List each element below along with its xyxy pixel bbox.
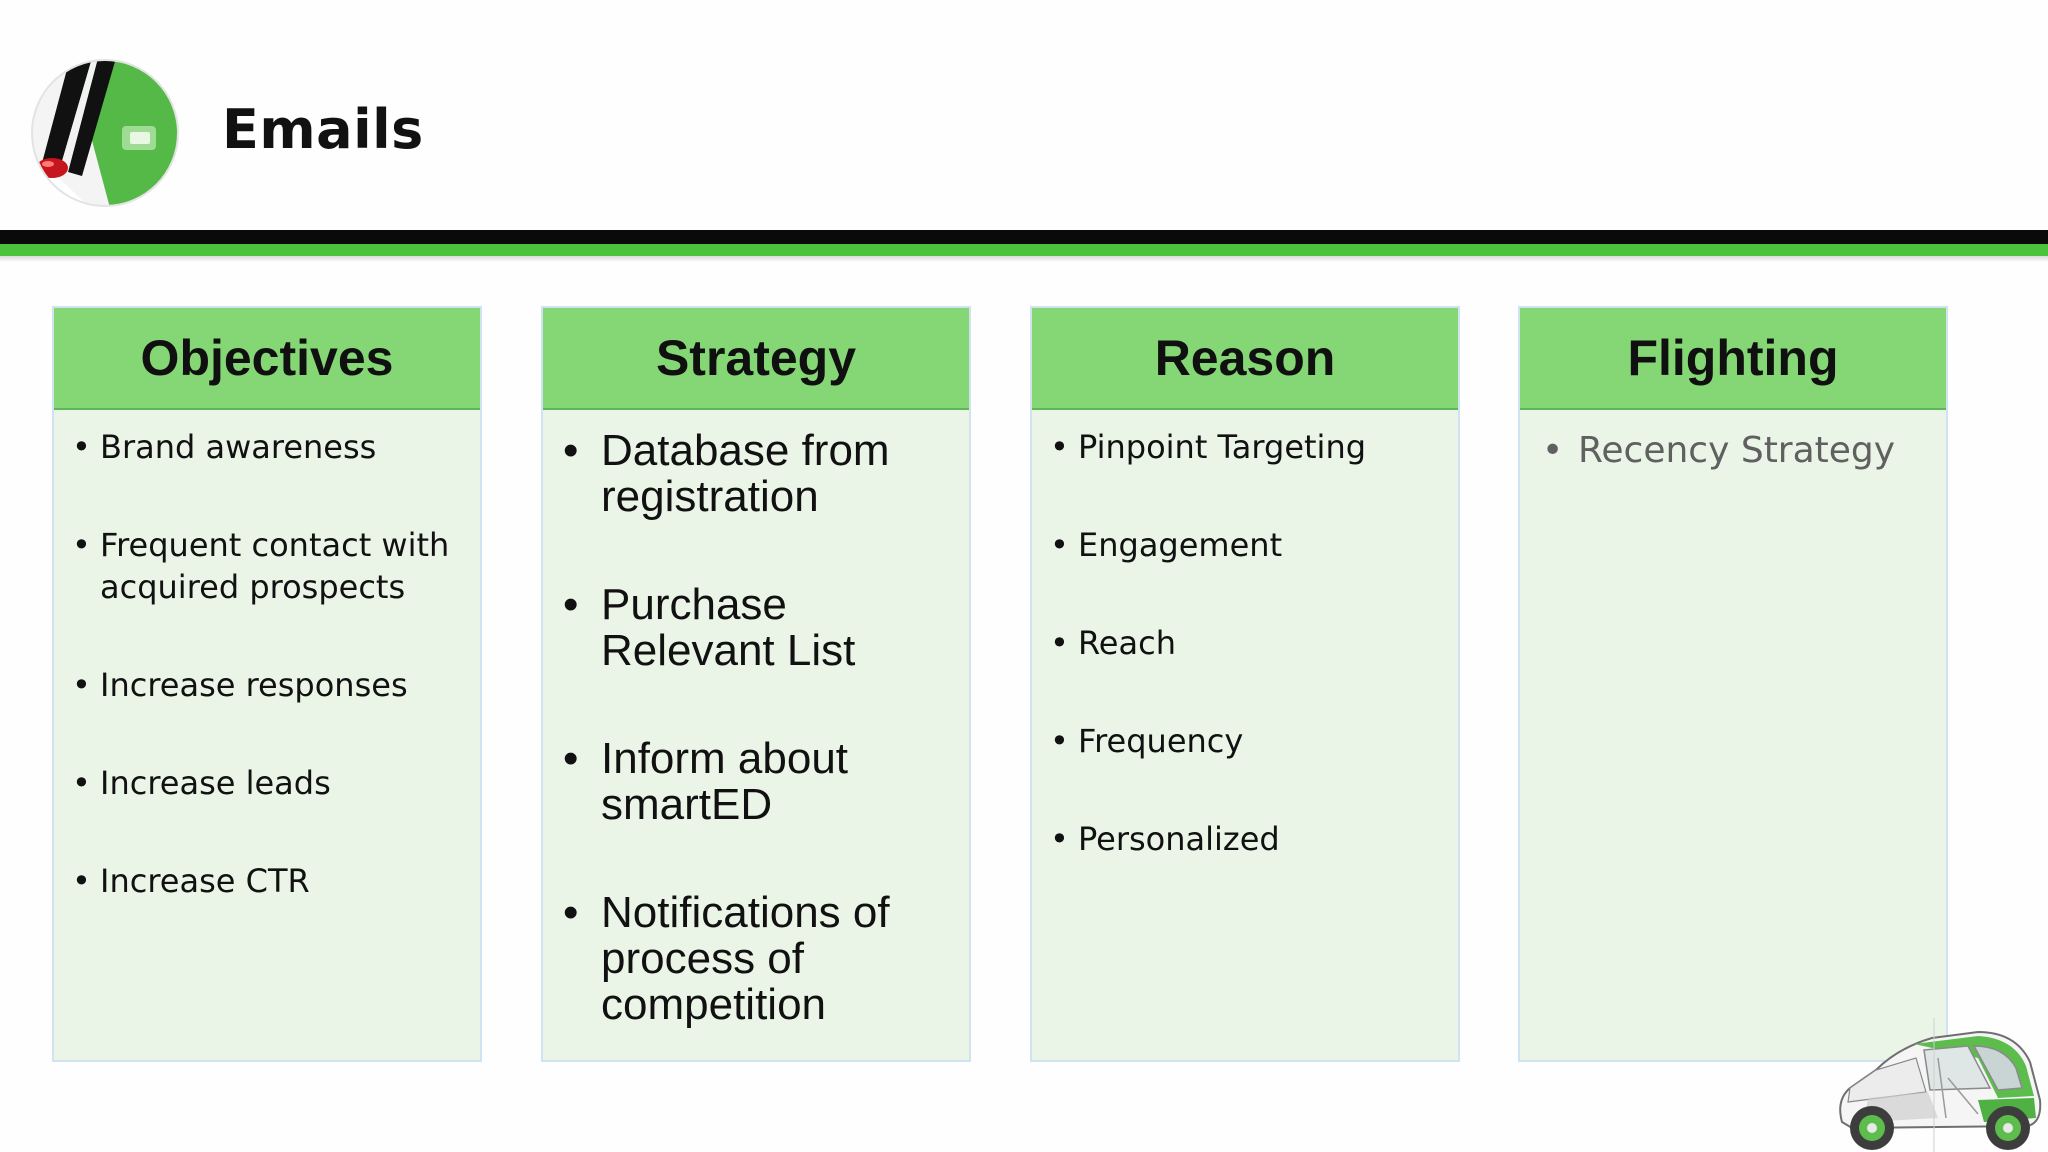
strategy-header: Strategy — [543, 308, 969, 410]
list-item: Recency Strategy — [1542, 428, 1926, 474]
list-item: Frequency — [1050, 720, 1438, 762]
list-item: Database from registration — [563, 428, 949, 520]
list-item: Inform about smartED — [563, 736, 949, 828]
flighting-list: Recency Strategy — [1520, 410, 1946, 474]
list-item: Increase responses — [72, 664, 460, 706]
reason-card: Reason Pinpoint Targeting Engagement Rea… — [1030, 306, 1460, 1062]
list-item: Reach — [1050, 622, 1438, 664]
flighting-card: Flighting Recency Strategy — [1518, 306, 1948, 1062]
smart-car-logo-icon — [31, 59, 179, 207]
reason-header: Reason — [1032, 308, 1458, 410]
slide-title: Emails — [222, 98, 424, 161]
list-item: Pinpoint Targeting — [1050, 426, 1438, 468]
objectives-card: Objectives Brand awareness Frequent cont… — [52, 306, 482, 1062]
list-item: Personalized — [1050, 818, 1438, 860]
reason-list: Pinpoint Targeting Engagement Reach Freq… — [1032, 410, 1458, 860]
header-rule-green — [0, 244, 2048, 256]
list-item: Increase leads — [72, 762, 460, 804]
list-item: Increase CTR — [72, 860, 460, 902]
list-item: Engagement — [1050, 524, 1438, 566]
list-item: Frequent contact with acquired prospects — [72, 524, 460, 608]
objectives-header: Objectives — [54, 308, 480, 410]
flighting-header: Flighting — [1520, 308, 1946, 410]
strategy-list: Database from registration Purchase Rele… — [543, 410, 969, 1028]
smart-electric-car-icon — [1839, 1018, 2042, 1152]
strategy-card: Strategy Database from registration Purc… — [541, 306, 971, 1062]
list-item: Purchase Relevant List — [563, 582, 949, 674]
header-rule-black — [0, 230, 2048, 244]
list-item: Brand awareness — [72, 426, 460, 468]
objectives-list: Brand awareness Frequent contact with ac… — [54, 410, 480, 902]
header-rule-shadow — [0, 256, 2048, 262]
list-item: Notifications of process of competition — [563, 890, 949, 1028]
